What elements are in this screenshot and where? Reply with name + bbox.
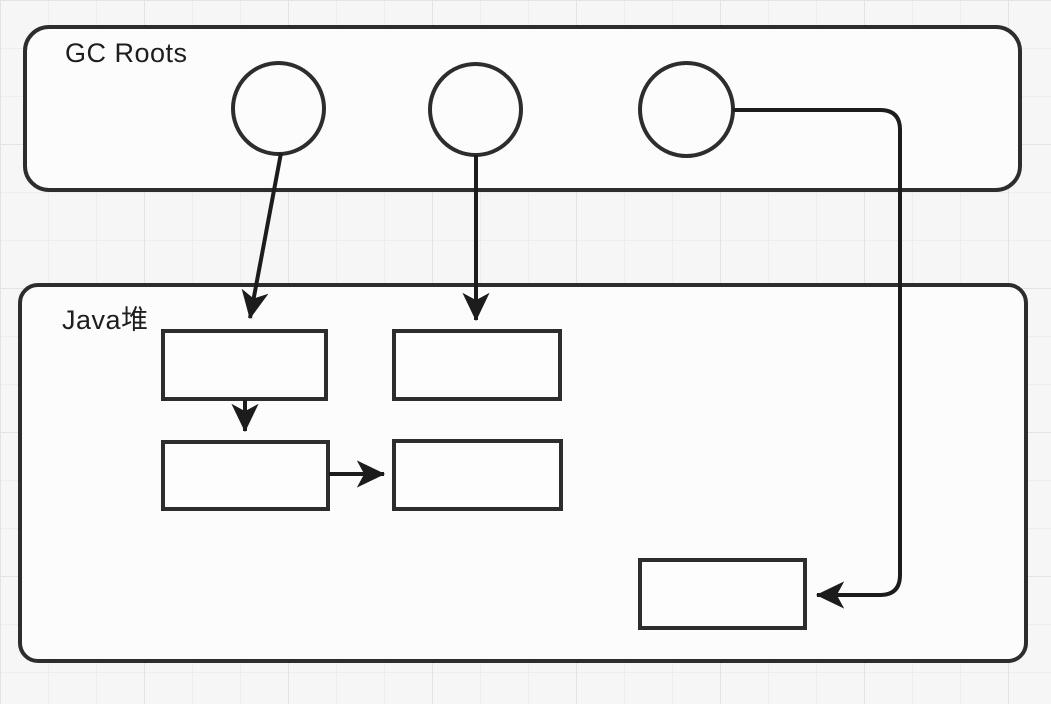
gc-root-node-1 xyxy=(231,61,326,156)
heap-object-2 xyxy=(392,329,562,401)
heap-object-4 xyxy=(392,439,563,511)
heap-object-1 xyxy=(161,329,328,401)
gc-roots-label: GC Roots xyxy=(65,38,188,68)
java-heap-label: Java堆 xyxy=(62,305,149,335)
gc-root-node-2 xyxy=(428,62,523,157)
heap-object-5 xyxy=(638,558,807,630)
gc-root-node-3 xyxy=(638,61,735,158)
heap-object-3 xyxy=(161,440,330,511)
